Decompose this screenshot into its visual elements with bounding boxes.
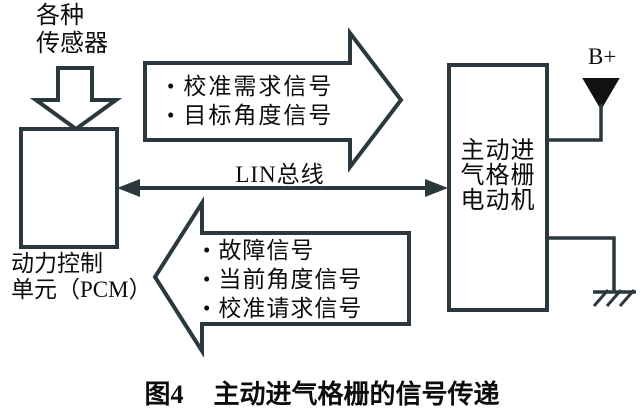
- forward-signal-1: 校准需求信号: [183, 74, 334, 99]
- pcm-label: 动力控制 单元（PCM）: [11, 251, 152, 303]
- motor-label-line2: 气格栅: [460, 163, 536, 189]
- motor-box: [447, 63, 549, 312]
- pcm-label-line2: 单元（PCM）: [11, 277, 152, 302]
- backward-signal-1: 故障信号: [218, 238, 315, 263]
- lin-bus-arrowhead-left-icon: [117, 179, 140, 197]
- backward-signal-item: •当前角度信号: [203, 265, 362, 294]
- backward-signal-2: 当前角度信号: [218, 267, 363, 292]
- battery-wire: [549, 104, 603, 142]
- ground-wire: [549, 236, 616, 292]
- bullet-icon: •: [203, 238, 212, 262]
- lin-bus-arrowhead-right-icon: [425, 179, 448, 197]
- backward-block-arrow: [152, 196, 411, 358]
- sensors-label-line2: 传感器: [36, 31, 108, 57]
- bullet-icon: •: [167, 103, 177, 127]
- bullet-icon: •: [203, 267, 212, 291]
- sensors-label-line1: 各种: [36, 3, 84, 29]
- figure-caption: 图4 主动进气格栅的信号传递: [0, 374, 644, 411]
- pcm-label-line1: 动力控制: [11, 251, 103, 276]
- backward-signal-item: •故障信号: [203, 236, 362, 265]
- battery-plus-label: B+: [588, 44, 617, 69]
- forward-signal-2: 目标角度信号: [183, 103, 334, 128]
- figure-caption-title: 主动进气格栅的信号传递: [213, 380, 500, 409]
- lin-bus-label: LIN总线: [235, 162, 325, 187]
- ground-icon: [592, 289, 636, 307]
- forward-signal-item: •校准需求信号: [167, 72, 333, 101]
- backward-signal-3: 校准请求信号: [218, 296, 363, 321]
- forward-block-arrow: [143, 27, 404, 173]
- sensors-label: 各种 传感器: [36, 2, 108, 58]
- pcm-box: [19, 127, 119, 249]
- motor-label-line1: 主动进: [460, 138, 536, 164]
- forward-signal-item: •目标角度信号: [167, 101, 333, 130]
- sensors-down-arrow: [29, 66, 123, 132]
- motor-label-line3: 电动机: [460, 188, 536, 214]
- bullet-icon: •: [167, 74, 177, 98]
- figure-caption-number: 图4: [144, 380, 184, 409]
- motor-label: 主动进 气格栅 电动机: [449, 139, 547, 214]
- forward-signal-list: •校准需求信号 •目标角度信号: [167, 72, 333, 130]
- backward-signal-item: •校准请求信号: [203, 294, 362, 323]
- bullet-icon: •: [203, 296, 212, 320]
- battery-triangle-icon: [582, 78, 620, 110]
- backward-signal-list: •故障信号 •当前角度信号 •校准请求信号: [203, 236, 362, 323]
